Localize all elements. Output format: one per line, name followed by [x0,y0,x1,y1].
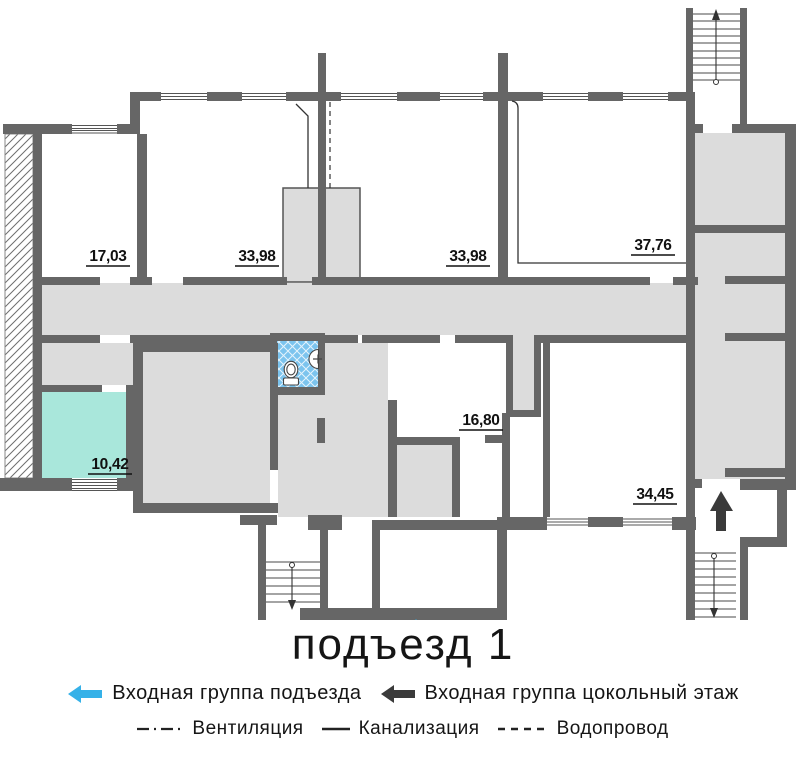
legend-ventilation: Вентиляция [137,718,303,740]
stairs-top-right [693,9,740,85]
window [72,478,117,491]
legend-entrance-main-label: Входная группа подъезда [112,682,362,705]
dash-dot-line-icon [137,728,184,731]
window [72,124,117,134]
window [543,93,588,100]
legend-ventilation-label: Вентиляция [192,718,304,740]
window [341,93,397,100]
legend-entrances: Входная группа подъезда Входная группа ц… [0,682,806,705]
window [547,518,588,526]
room-label: 37,76 [634,237,672,254]
solid-line-icon [321,727,350,731]
small-storage-floor [397,445,452,517]
storage-room-floor [143,352,270,503]
left-lobby-floor [42,343,133,385]
legend-lines: Вентиляция Канализация Водопровод [0,718,806,740]
sink-icon [308,348,322,370]
stairs-down-arrow-icon [710,608,718,618]
caption-block: подъезд 1 Входная группа подъезда Входна… [0,616,806,740]
center-hall-floor [278,388,325,517]
window [440,93,483,100]
basement-entrance-arrow-icon [710,491,733,531]
main-entrance-arrow-icon [415,619,417,620]
page-title: подъезд 1 [291,620,515,669]
stairs-bottom-center [266,561,320,610]
stairs-bottom-right [695,552,736,618]
window [242,93,286,100]
room-labels: 17,03 33,98 33,98 37,76 16,80 34,45 10,4… [86,237,677,505]
floor-plan-drawing: 17,03 33,98 33,98 37,76 16,80 34,45 10,4… [0,8,796,620]
window [623,93,668,100]
windows [72,93,672,526]
room-10-42-floor-highlight [42,392,126,478]
sewer-riser-line [295,103,309,188]
center-hall-floor-2 [325,343,388,517]
legend-entrance-main: Входная группа подъезда [67,682,361,705]
toilet-icon [282,360,300,386]
dashed-line-icon [497,727,548,731]
room-label: 16,80 [462,412,499,429]
legend-water-label: Водопровод [556,718,669,740]
legend-sewer: Канализация [321,718,480,740]
legend-sewer-label: Канализация [358,718,480,740]
legend-entrance-basement-label: Входная группа цокольный этаж [424,682,739,705]
ground-hatching [4,133,34,479]
floor-fills [37,133,790,517]
room-label: 17,03 [89,248,127,265]
legend-entrance-basement: Входная группа цокольный этаж [380,682,739,705]
right-corridor-floor [692,233,785,479]
niche-floor [513,335,534,410]
stairs-down-arrow-icon [288,600,296,610]
legend-water: Водопровод [497,718,669,740]
main-corridor-floor [37,283,790,335]
room-label: 33,98 [238,248,276,265]
room-label: 34,45 [636,486,674,503]
window [623,518,672,526]
room-37-76-thin-boundary [511,100,686,264]
dark-left-arrow-icon [380,684,415,703]
blue-left-arrow-icon [68,684,103,703]
stairs-up-arrow-icon [712,9,720,20]
room-label: 10,42 [91,456,128,473]
stair-vestibule-floor [692,133,785,225]
room-label: 33,98 [449,248,487,265]
window [161,93,207,100]
